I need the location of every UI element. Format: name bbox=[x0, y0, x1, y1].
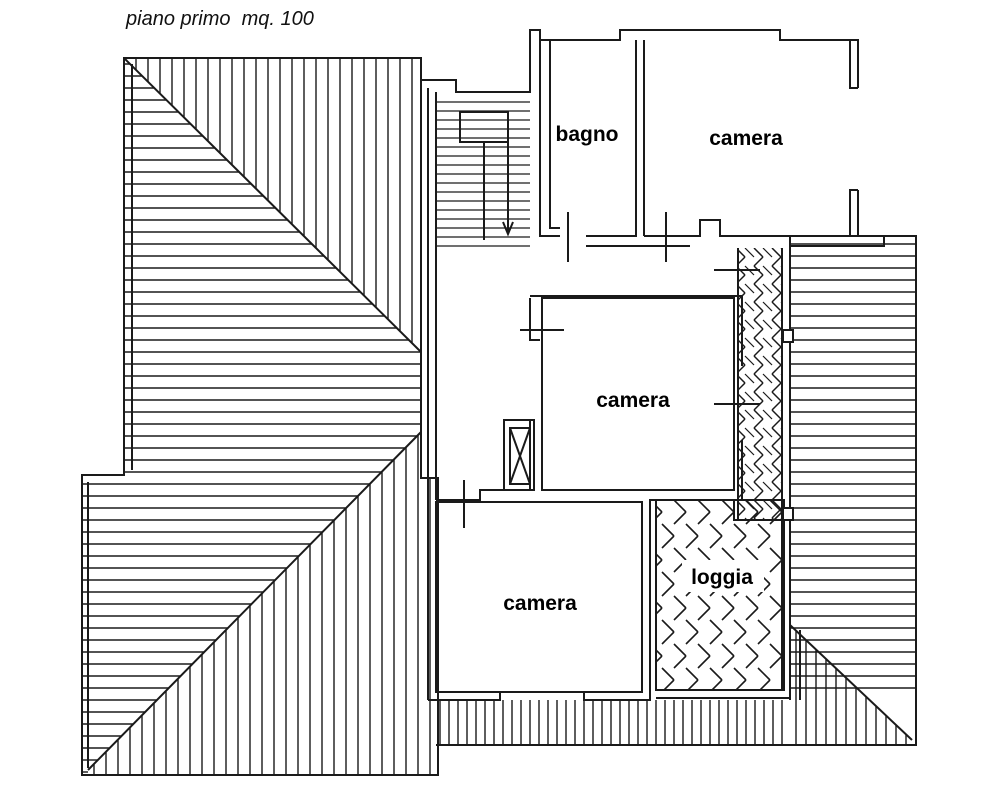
walls bbox=[421, 29, 885, 701]
loggia-label-bg bbox=[682, 560, 764, 592]
room-label-camera-middle: camera bbox=[596, 389, 670, 412]
room-label-camera-top: camera bbox=[709, 127, 783, 150]
room-label-bagno: bagno bbox=[556, 123, 619, 146]
roof-right bbox=[436, 235, 917, 746]
roof-left-hatch bbox=[82, 58, 431, 775]
shaft bbox=[503, 419, 535, 491]
staircase bbox=[436, 101, 530, 247]
window-marks bbox=[782, 329, 794, 521]
roof-left bbox=[81, 57, 439, 776]
room-label-camera-bottom: camera bbox=[503, 592, 577, 615]
door-marks bbox=[463, 212, 760, 528]
terrace-strip-hatch bbox=[738, 248, 782, 520]
floor-caption: piano primo mq. 100 bbox=[126, 8, 314, 30]
room-label-loggia: loggia bbox=[691, 566, 753, 589]
loggia-hatch bbox=[656, 500, 784, 690]
